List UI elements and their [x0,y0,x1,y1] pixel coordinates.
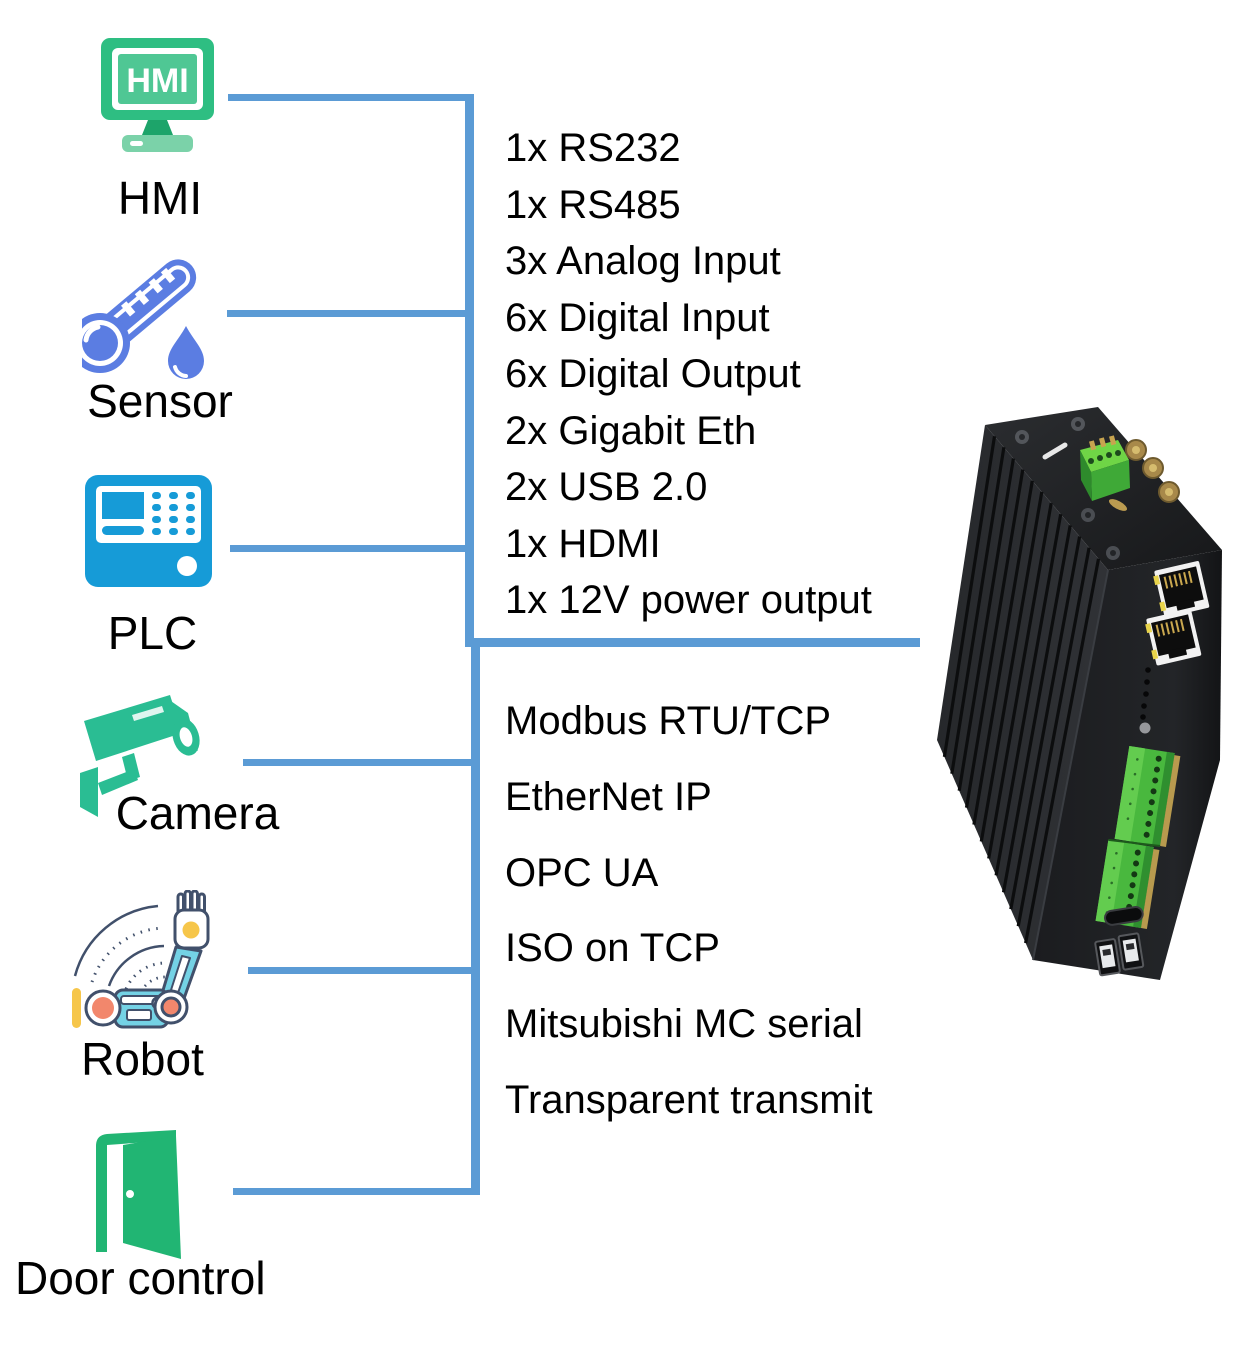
industrial-gateway-device [925,398,1235,1023]
led-indicators [1140,667,1151,720]
protocol-item: EtherNet IP [505,774,712,819]
connector-branch-sensor [227,310,470,317]
interface-item: 6x Digital Input [505,295,770,340]
hdmi-port [1104,906,1144,926]
connector-branch-plc [230,545,470,552]
cctv-camera-icon [72,685,217,830]
top-vent-slot [1042,442,1068,460]
top-terminal-block [1080,435,1130,501]
protocol-item: Modbus RTU/TCP [505,699,832,743]
hmi-screen-text: HMI [126,62,188,100]
protocol-item: OPC UA [505,850,659,895]
source-label-robot: Robot [81,1033,204,1085]
plc-panel-icon [85,475,212,587]
interface-item: 3x Analog Input [505,239,781,283]
connector-branch-hmi [228,94,470,101]
connector-vertical-upper [465,94,474,647]
ethernet-port-1 [1153,561,1210,618]
source-label-sensor: Sensor [87,375,233,427]
source-label-plc: PLC [107,607,198,659]
protocol-item: Mitsubishi MC serial [505,1002,863,1047]
antenna-connectors [1108,439,1180,511]
interface-item: 2x Gigabit Eth [505,408,757,453]
interface-item: 1x 12V power output [505,578,872,622]
heatsink-fins [942,435,1101,944]
connector-branch-camera [243,759,480,766]
interface-item: 1x RS485 [505,182,681,227]
interface-item: 2x USB 2.0 [505,465,708,509]
source-label-camera: Camera [115,787,280,839]
connector-to-device [465,638,920,647]
connector-branch-robot [248,967,480,974]
source-label-hmi: HMI [117,172,203,224]
interface-item: 1x RS232 [505,126,681,170]
reset-button [1139,722,1151,734]
open-door-icon [96,1130,188,1264]
source-label-door-control: Door control [15,1252,266,1304]
protocol-item: ISO on TCP [505,926,720,971]
hmi-monitor-icon: HMI [95,38,220,163]
front-terminal-blocks [1095,745,1181,929]
interface-item: 1x HDMI [505,521,661,566]
interface-list: 1x RS232 1x RS485 3x Analog Input 6x Dig… [505,120,872,629]
thermometer-sensor-icon [82,242,217,384]
protocol-item: Transparent transmit [505,1077,873,1122]
usb-ports [1094,932,1145,977]
top-screws [1015,417,1120,560]
connector-vertical-lower [471,638,480,1195]
robot-arm-icon [72,890,222,1035]
ethernet-port-2 [1145,609,1202,666]
protocol-list: Modbus RTU/TCP EtherNet IP OPC UA ISO on… [505,684,873,1139]
interface-item: 6x Digital Output [505,352,801,396]
connector-branch-door [233,1188,480,1195]
